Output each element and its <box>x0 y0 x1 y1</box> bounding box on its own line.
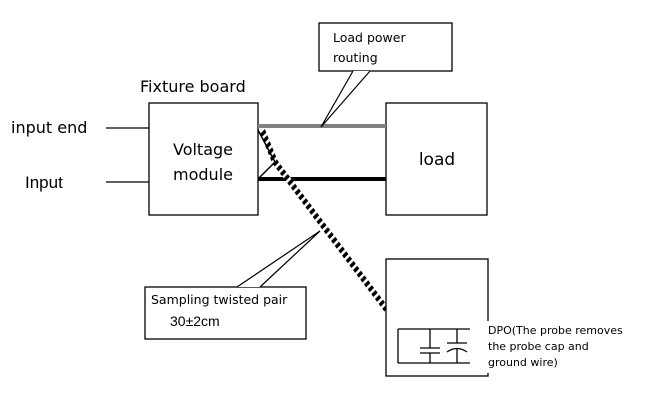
sampling-wire-thin <box>257 129 276 180</box>
dpo-label-line3: ground wire) <box>488 356 558 369</box>
fixture-board-label: Fixture board <box>140 77 246 96</box>
voltage-module-box <box>148 102 259 216</box>
twisted-label-line2: 30±2cm <box>170 313 220 329</box>
load-label: load <box>419 150 455 170</box>
input-end-label: input end <box>11 118 87 137</box>
routing-label-line2: routing <box>333 50 378 65</box>
routing-callout-box <box>318 22 453 72</box>
load-box <box>385 102 488 216</box>
dpo-label-bg <box>486 321 646 373</box>
dpo-label-line1: DPO(The probe removes <box>488 324 623 337</box>
input-label: Input <box>25 173 63 192</box>
module-label-line1: Voltage <box>173 140 233 159</box>
twisted-label-line1: Sampling twisted pair <box>151 292 288 307</box>
twisted-callout-box <box>144 286 307 340</box>
twisted-callout-pointer <box>236 230 321 288</box>
module-label-line2: module <box>173 165 233 184</box>
routing-callout-pointer <box>320 70 371 128</box>
probe-capacitor-circuit <box>397 328 470 364</box>
dpo-label-line2: the probe cap and <box>488 340 589 353</box>
routing-label-line1: Load power <box>333 30 406 45</box>
dpo-box <box>385 258 489 377</box>
